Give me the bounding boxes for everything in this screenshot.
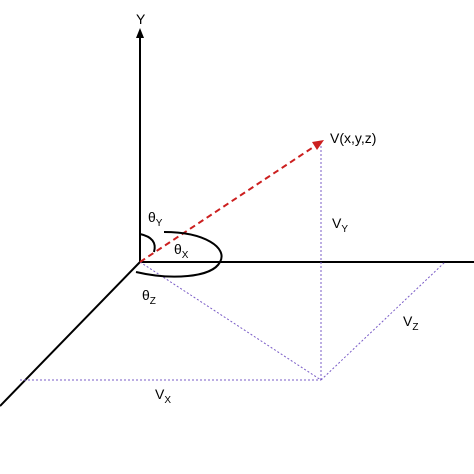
theta-y-label: θY [148,209,163,229]
vector-arrowhead [312,140,324,150]
vz-label: VZ [403,313,418,333]
theta-z-label: θZ [142,287,156,307]
vx-label: VX [155,386,171,406]
projection-lines [20,142,446,381]
vector-v [139,143,319,263]
theta-x-label: θX [174,241,189,261]
x-axis [0,261,141,407]
theta-x-arc [135,231,223,278]
vz-projection-line [320,261,446,381]
ground-diagonal-line [139,261,322,381]
vy-label: VY [332,215,348,235]
y-axis-label: Y [136,11,146,27]
theta-y-arc [139,233,156,253]
point-label: V(x,y,z) [330,130,376,146]
y-axis-arrowhead [136,28,144,38]
